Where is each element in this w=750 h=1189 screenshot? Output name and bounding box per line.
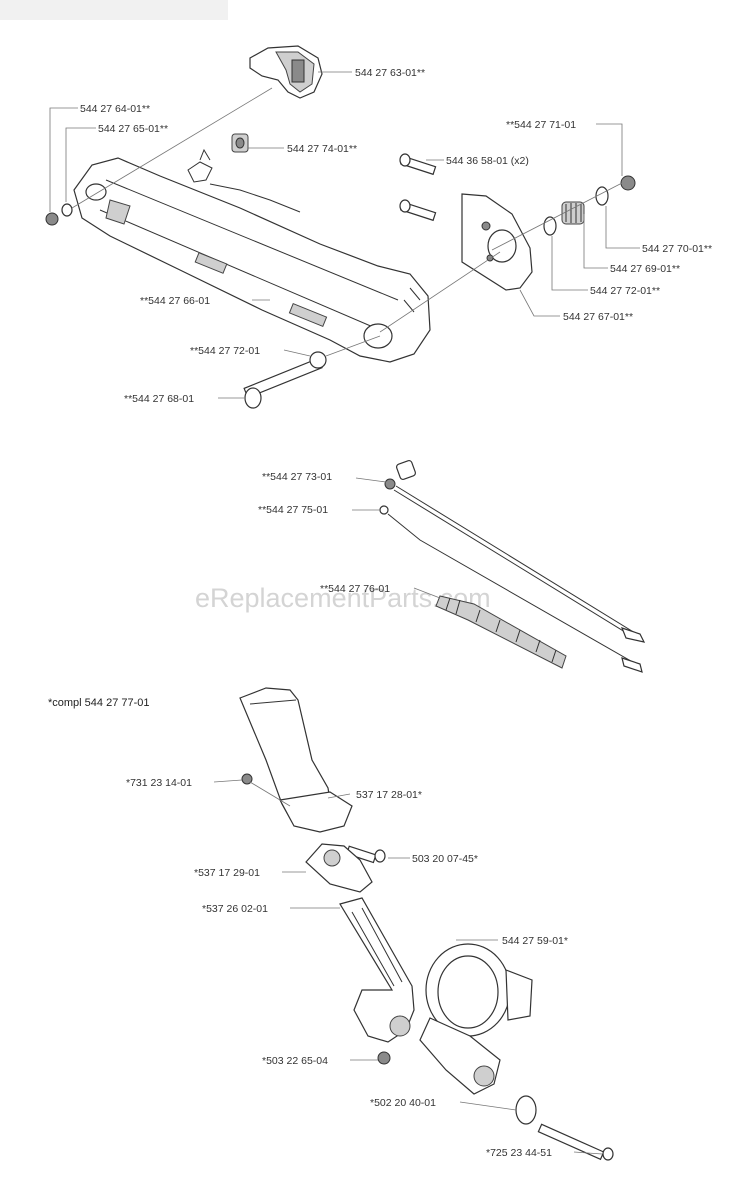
label-544-27-63-01: 544 27 63-01**: [355, 67, 425, 79]
washer-65: [61, 203, 73, 217]
screws-58: [399, 153, 437, 222]
cable-assembly: [379, 459, 646, 673]
label-544-27-70-01: 544 27 70-01**: [642, 243, 712, 255]
label-544-36-58-01: 544 36 58-01 (x2): [446, 155, 529, 167]
label-544-27-59-01: 544 27 59-01*: [502, 935, 568, 947]
label-537-17-28-01: 537 17 28-01*: [356, 789, 422, 801]
label-537-26-02-01: *537 26 02-01: [202, 903, 268, 915]
label-544-27-65-01: 544 27 65-01**: [98, 123, 168, 135]
handle-body-28: [279, 791, 353, 833]
knob-502: [515, 1095, 537, 1125]
nut-731: [241, 773, 253, 785]
nut-64: [45, 212, 59, 226]
washer-72-lower: [309, 351, 327, 369]
bolt-68: [243, 357, 323, 409]
label-503-20-07-45: 503 20 07-45*: [412, 853, 478, 865]
label-544-27-72-01: 544 27 72-01**: [590, 285, 660, 297]
label-502-20-40-01: *502 20 40-01: [370, 1097, 436, 1109]
spring-clip: [187, 133, 301, 213]
bolt-725: [537, 1123, 614, 1161]
leaders-middle: [352, 477, 441, 599]
shaft-26: [339, 897, 415, 1043]
label-544-27-66-01: **544 27 66-01: [140, 295, 210, 307]
label-544-27-74-01: 544 27 74-01**: [287, 143, 357, 155]
label-544-27-67-01: 544 27 67-01**: [563, 311, 633, 323]
nut-71: [620, 175, 636, 191]
arm-housing: [73, 157, 431, 363]
leaders-upper: [49, 71, 640, 399]
label-544-27-73-01: **544 27 73-01: [262, 471, 332, 483]
label-544-27-72-01-lower: **544 27 72-01: [190, 345, 260, 357]
label-544-27-71-01: **544 27 71-01: [506, 119, 576, 131]
spring-76: [435, 595, 567, 669]
label-544-27-69-01: 544 27 69-01**: [610, 263, 680, 275]
assembly-title: *compl 544 27 77-01: [48, 697, 150, 709]
label-537-17-29-01: *537 17 29-01: [194, 867, 260, 879]
label-544-27-76-01: **544 27 76-01: [320, 583, 390, 595]
screw-503-07: [346, 845, 386, 864]
bracket-plate: [461, 193, 533, 291]
washer-70: [595, 186, 609, 206]
leaders-lower: [213, 779, 603, 1155]
clamp-top: [249, 45, 323, 99]
header-strip: [0, 0, 228, 20]
label-544-27-68-01: **544 27 68-01: [124, 393, 194, 405]
label-725-23-44-51: *725 23 44-51: [486, 1147, 552, 1159]
clamp-ring-59: [419, 943, 533, 1095]
clamp-29: [305, 843, 373, 893]
assembly-lines-upper: [71, 87, 623, 357]
label-544-27-64-01: 544 27 64-01**: [80, 103, 150, 115]
spring-69: [561, 201, 585, 225]
label-731-23-14-01: *731 23 14-01: [126, 777, 192, 789]
nut-503-22: [377, 1051, 391, 1065]
label-503-22-65-04: *503 22 65-04: [262, 1055, 328, 1067]
label-544-27-75-01: **544 27 75-01: [258, 504, 328, 516]
